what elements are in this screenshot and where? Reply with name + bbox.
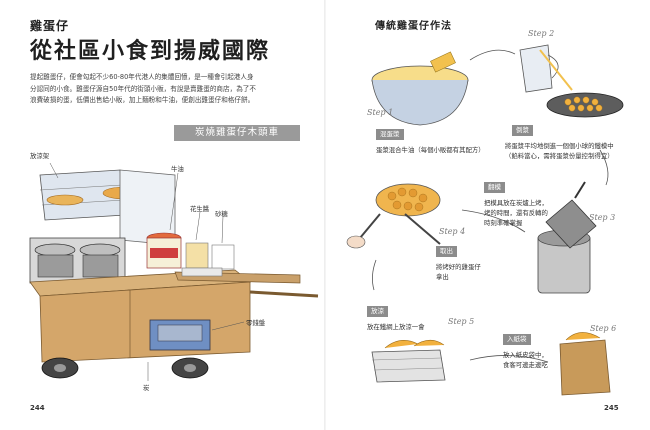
- caption-line: 蛋漿混合牛油（每個小販都有其配方）: [376, 146, 485, 154]
- caption-line: 放入紙皮袋中，: [503, 351, 548, 359]
- label-peanut-oil: 花生醬: [190, 205, 210, 213]
- step6-illustration: [559, 332, 611, 396]
- label-sugar: 砂糖: [215, 210, 228, 218]
- cart-wheels-illustration: [41, 357, 209, 379]
- step-caption: 將烤好的雞蛋仔 拿出: [436, 262, 481, 282]
- step-label: Step 3: [589, 213, 616, 222]
- step-tag: 入紙袋: [503, 334, 531, 345]
- cooling-rack-illustration: [39, 169, 148, 221]
- intro-line: 浪費破損的蛋，低價出售給小販，加上麵粉和牛油，便創出雞蛋仔和格仔餅。: [30, 96, 255, 104]
- step-caption: 蛋漿混合牛油（每個小販都有其配方）: [376, 145, 485, 155]
- step-tag: 放涼: [367, 306, 388, 317]
- step2-illustration: [519, 44, 624, 118]
- step-caption: 放在鐵網上放涼一會: [367, 322, 425, 332]
- flow-arrows: [372, 49, 609, 363]
- stove-illustration: [29, 237, 126, 284]
- page-title: 從社區小食到揚威國際: [30, 38, 271, 64]
- recipe-title: 傳統雞蛋仔作法: [375, 21, 452, 32]
- label-coin-box: 零錢盤: [246, 319, 266, 327]
- step-label: Step 5: [448, 317, 475, 326]
- step-tag: 翻模: [484, 182, 505, 193]
- caption-line: 拿出: [436, 273, 449, 281]
- step4-illustration: [346, 183, 441, 249]
- caption-line: 食客可邊走邊吃: [503, 361, 548, 369]
- step-caption: 放入紙皮袋中， 食客可邊走邊吃: [503, 350, 548, 370]
- step3-illustration: [537, 181, 597, 294]
- step-tag: 混蛋漿: [376, 129, 404, 140]
- book-gutter: [324, 0, 326, 430]
- intro-paragraph: 提起雞蛋仔，便會勾起不少60-80年代港人的集體回憶，是一種會引起港人身 分認同…: [30, 72, 305, 107]
- caption-line: 烤的時間，還有反轉的: [484, 209, 548, 217]
- caption-line: 將烤好的雞蛋仔: [436, 263, 481, 271]
- caption-line: （餡料當心，需將蛋漿份量控制得宜）: [505, 152, 614, 160]
- step-tag: 倒漿: [512, 125, 533, 136]
- step-caption: 將蛋漿平均地倒進一個個小球的鐵模中 （餡料當心，需將蛋漿份量控制得宜）: [505, 141, 614, 161]
- label-charcoal: 炭: [143, 384, 150, 392]
- intro-line: 提起雞蛋仔，便會勾起不少60-80年代港人的集體回憶，是一種會引起港人身: [30, 73, 254, 81]
- caption-line: 時刻準確掌握: [484, 219, 523, 227]
- step5-illustration: [371, 339, 446, 383]
- step-tag: 取出: [436, 246, 457, 257]
- step1-illustration: [371, 51, 469, 126]
- page-number-right: 245: [604, 404, 619, 412]
- caption-line: 放在鐵網上放涼一會: [367, 323, 425, 331]
- step-label: Step 6: [590, 324, 617, 333]
- cart-banner: 炭燒雞蛋仔木頭車: [174, 125, 300, 141]
- caption-line: 將蛋漿平均地倒進一個個小球的鐵模中: [505, 142, 614, 150]
- caption-line: 把模具放在炭爐上烤，: [484, 199, 548, 207]
- section-kicker: 雞蛋仔: [30, 19, 70, 33]
- page-number-left: 244: [30, 404, 45, 412]
- step-label: Step 4: [439, 227, 466, 236]
- ingredients-illustration: [146, 232, 235, 277]
- label-butter: 牛油: [171, 165, 184, 173]
- step-label: Step 1: [367, 108, 394, 117]
- label-shelf: 放涼架: [30, 152, 50, 160]
- step-label: Step 2: [528, 29, 555, 38]
- step-caption: 把模具放在炭爐上烤， 烤的時間，還有反轉的 時刻準確掌握: [484, 198, 548, 228]
- intro-line: 分認同的小食。雞蛋仔源自50年代的街頭小販，有說是賣雞蛋的商店，為了不: [30, 84, 256, 93]
